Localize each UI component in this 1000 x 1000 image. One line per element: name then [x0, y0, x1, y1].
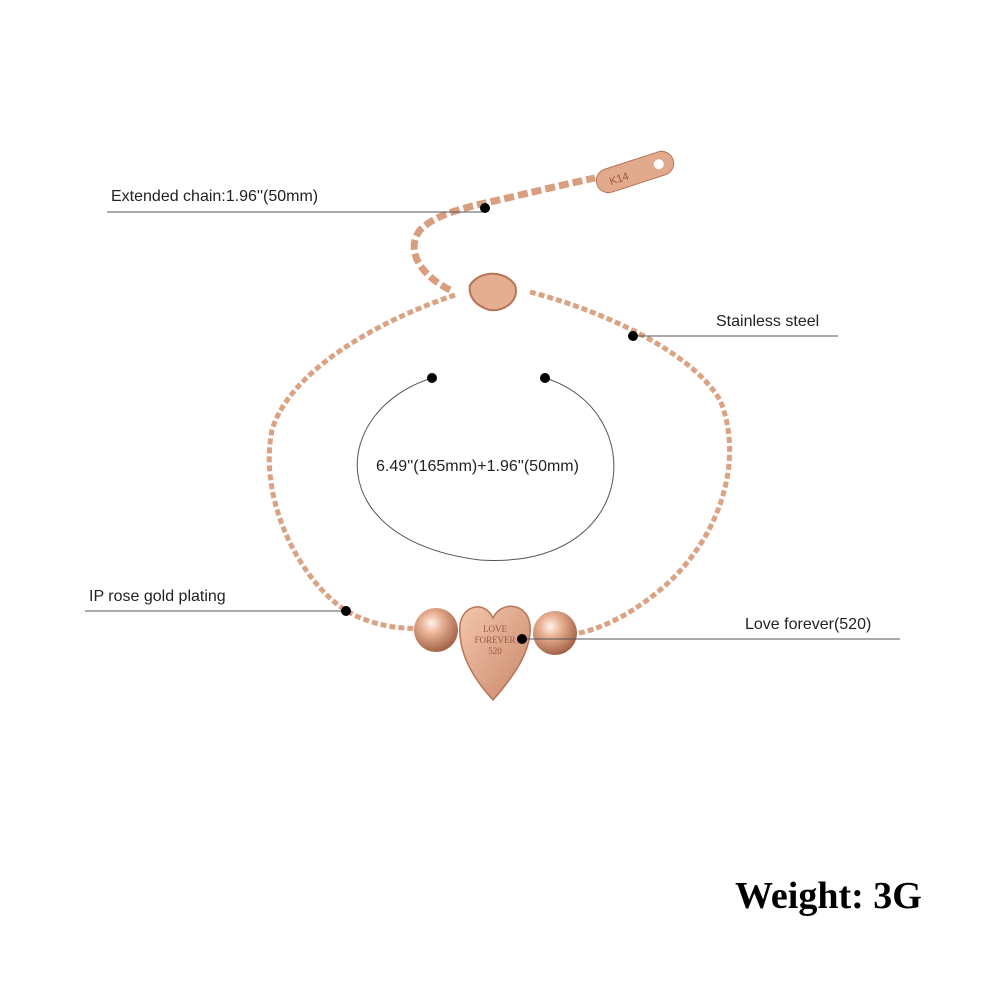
extender-chain	[410, 174, 596, 294]
heart-engraving-line1: LOVE	[483, 624, 507, 634]
lobster-clasp	[468, 272, 517, 312]
heart-engraving-line2: FOREVER	[474, 635, 515, 645]
chain-right	[529, 289, 733, 638]
heart-engraving-line3: 520	[488, 646, 502, 656]
charm-label: Love forever(520)	[745, 616, 872, 633]
length-label: 6.49''(165mm)+1.96''(50mm)	[376, 458, 579, 475]
chain-left	[266, 292, 456, 631]
extended-chain-label: Extended chain:1.96''(50mm)	[111, 188, 319, 205]
tag-engraving: K14	[608, 170, 630, 187]
length-oval	[356, 377, 615, 561]
charm-dot	[517, 634, 527, 644]
weight-label: Weight: 3G	[735, 875, 922, 917]
stainless-steel-dot	[628, 331, 638, 341]
bead-right	[533, 611, 577, 655]
stainless-steel-label: Stainless steel	[716, 313, 820, 330]
heart-charm	[459, 605, 531, 702]
bead-left	[414, 608, 458, 652]
extended-chain-dot	[480, 203, 490, 213]
plating-dot	[341, 606, 351, 616]
plating-label: IP rose gold plating	[89, 588, 226, 605]
length-dot-left	[427, 373, 437, 383]
length-dot-right	[540, 373, 550, 383]
k14-tag: K14	[595, 150, 675, 194]
